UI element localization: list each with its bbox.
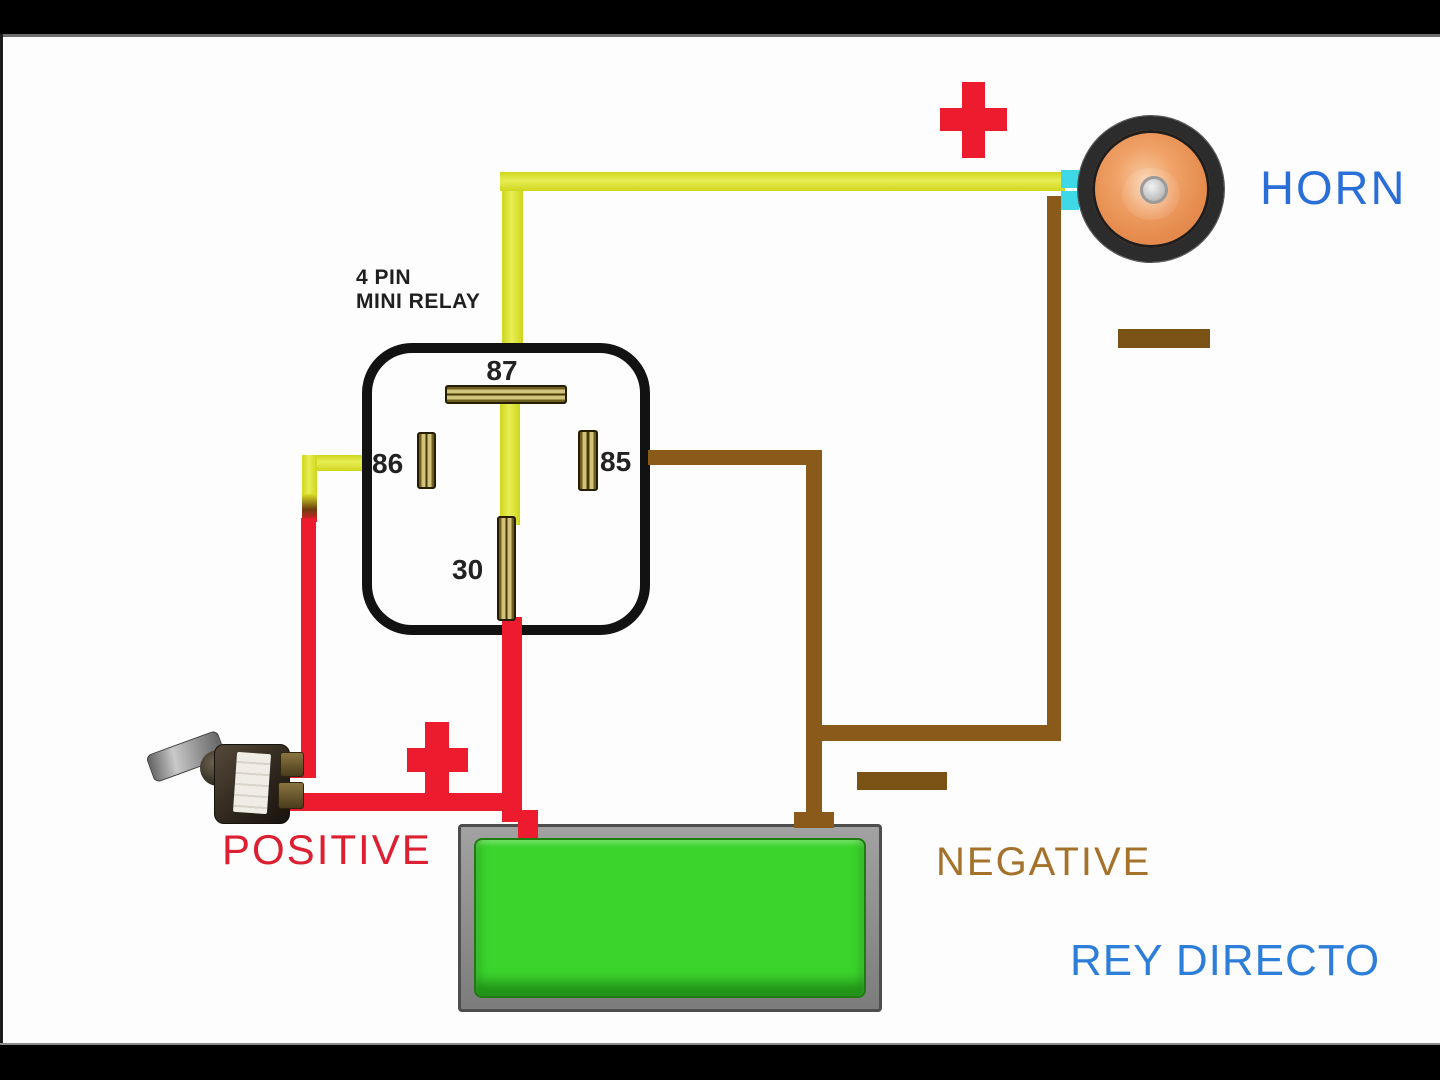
red-wire-switch-to-battery: [283, 793, 522, 811]
yellow-wire-vertical-to-relay-top: [502, 172, 523, 347]
brown-wire-battery-negative-terminal: [794, 812, 834, 828]
pin-label-85: 85: [600, 446, 632, 477]
negative-label: NEGATIVE: [936, 840, 1152, 884]
top-letterbox-bar: [0, 0, 1440, 37]
minus-icon: [857, 772, 947, 790]
yellow-wire-relay-to-horn: [500, 172, 1065, 191]
minus-icon: [1118, 329, 1210, 348]
brown-wire-horn-to-ground-link: [814, 725, 1061, 741]
toggle-switch-icon: [145, 729, 308, 832]
relay-caption: 4 PIN MINI RELAY: [356, 266, 576, 314]
left-edge-line: [0, 34, 3, 1043]
pin-label-86: 86: [372, 448, 404, 479]
red-wire-switch-vertical: [301, 518, 316, 777]
horn-center-cap: [1140, 176, 1168, 204]
pin-label-87: 87: [486, 355, 518, 386]
switch-label-patch: [232, 751, 272, 815]
yellow-wire-pin86-vertical: [302, 455, 317, 500]
red-wire-pin30-to-battery: [502, 617, 522, 822]
relay-pin-30: [497, 516, 516, 621]
battery-cell: [474, 838, 866, 998]
switch-terminal-top: [280, 752, 304, 777]
horn-label: HORN: [1260, 161, 1407, 214]
yellow-wire-inside-relay-87-to-30: [500, 393, 520, 525]
bottom-letterbox-bar: [0, 1043, 1440, 1080]
positive-label: POSITIVE: [222, 826, 432, 873]
watermark-text: REY DIRECTO: [1070, 936, 1381, 985]
relay-pin-86: [417, 432, 436, 489]
yellow-to-red-wire-transition: [302, 494, 317, 522]
plus-icon: [940, 82, 1007, 158]
brown-wire-pin85-horizontal: [648, 450, 818, 465]
relay-caption-line1: 4 PIN: [356, 266, 412, 289]
horn-connector-upper: [1061, 170, 1079, 188]
horn-connector-lower: [1061, 191, 1079, 210]
horn-icon: [1078, 116, 1224, 262]
yellow-wire-pin86-horizontal: [303, 455, 367, 471]
relay-pin-87: [445, 385, 567, 404]
switch-terminal-bottom: [278, 782, 304, 809]
brown-wire-vertical-to-battery: [806, 450, 822, 824]
switch-body: [214, 744, 290, 824]
relay-caption-line2: MINI RELAY: [356, 290, 481, 313]
brown-wire-horn-vertical: [1047, 196, 1061, 741]
red-wire-battery-positive-terminal: [518, 810, 538, 838]
relay-pin-85: [578, 430, 598, 491]
pin-label-30: 30: [452, 554, 484, 585]
plus-icon: [407, 722, 468, 800]
